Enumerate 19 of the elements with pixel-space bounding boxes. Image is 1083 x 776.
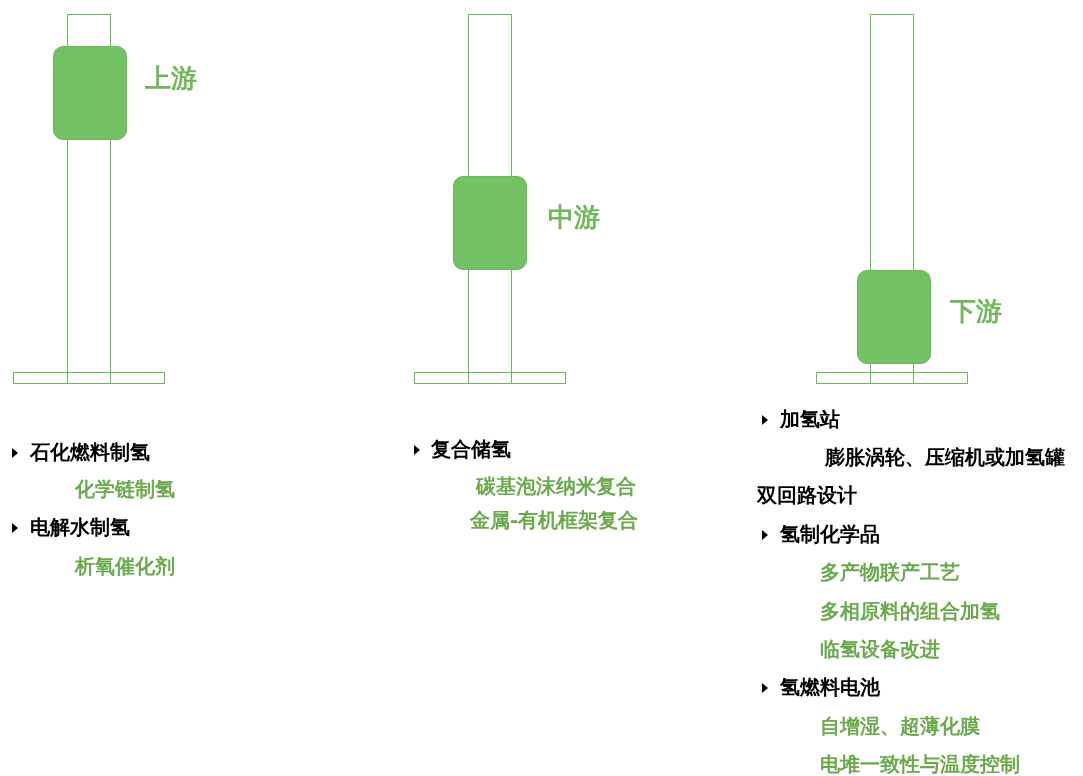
- list-item: 化学链制氢: [75, 477, 175, 501]
- list-item: 膨胀涡轮、压缩机或加氢罐双回路设计: [757, 444, 1066, 509]
- bullet-heading: 复合储氢: [431, 437, 511, 461]
- list-item: 碳基泡沫纳米复合: [476, 474, 636, 498]
- list-item: 多产物联产工艺: [820, 560, 960, 584]
- list-item: 临氢设备改进: [820, 637, 940, 661]
- bullet-heading: 氢制化学品: [780, 522, 880, 546]
- bullet-heading: 电解水制氢: [30, 515, 130, 539]
- list-item: 自增湿、超薄化膜: [820, 714, 980, 738]
- bullet-heading: 氢燃料电池: [780, 675, 880, 699]
- list-item: 金属-有机框架复合: [470, 508, 639, 532]
- stage-heading: 下游: [950, 296, 1002, 328]
- list-item: 多相原料的组合加氢: [820, 599, 1000, 623]
- list-item: 析氧催化剂: [75, 554, 175, 578]
- bullet-heading: 石化燃料制氢: [30, 440, 150, 464]
- list-item: 电堆一致性与温度控制: [820, 752, 1020, 776]
- stage-heading: 上游: [145, 63, 197, 95]
- stage-heading: 中游: [548, 202, 600, 234]
- bullet-heading: 加氢站: [780, 407, 840, 431]
